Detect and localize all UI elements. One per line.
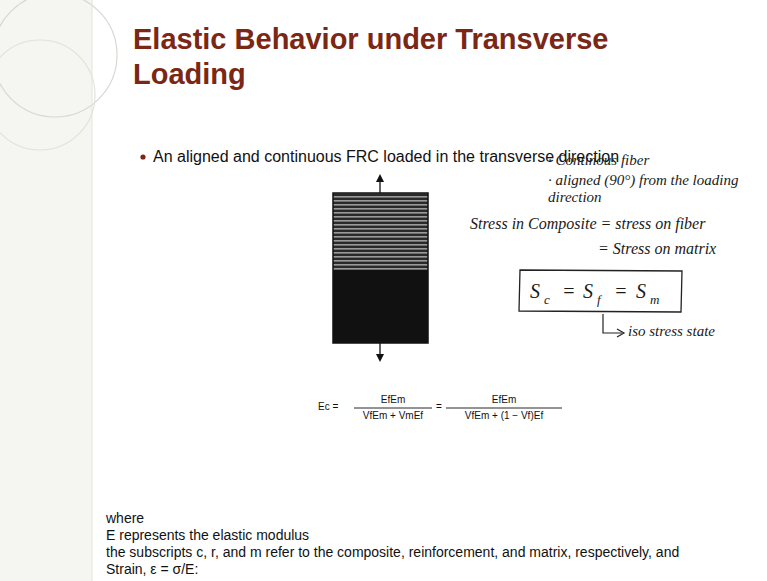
body-text: Strain, ε = σ/E: bbox=[106, 561, 198, 577]
arrow-head bbox=[376, 354, 384, 362]
body-text: E represents the elastic modulus bbox=[106, 527, 309, 543]
hand-subscript: c bbox=[544, 292, 550, 308]
formula: EfEm bbox=[492, 394, 516, 405]
body-text: where bbox=[106, 510, 144, 526]
matrix-region bbox=[333, 270, 428, 343]
formula: Ec = bbox=[318, 401, 338, 412]
hand-note: · Continous fiber bbox=[548, 152, 649, 169]
deco-arc bbox=[0, 40, 95, 150]
hand-subscript: m bbox=[650, 292, 659, 308]
arrow-head bbox=[376, 174, 384, 182]
formula: = bbox=[436, 401, 442, 412]
bullet bbox=[140, 154, 145, 159]
hand-box bbox=[519, 270, 682, 312]
side-band bbox=[0, 0, 92, 581]
fraction-bar bbox=[446, 408, 562, 409]
fiber-region bbox=[333, 193, 428, 271]
slide-title: Elastic Behavior under Transverse Loadin… bbox=[133, 22, 693, 92]
fraction-bar bbox=[354, 408, 432, 409]
band-edge bbox=[92, 0, 93, 581]
hand-note: iso stress state bbox=[628, 323, 715, 340]
formula: EfEm bbox=[381, 394, 405, 405]
bullet-text: An aligned and continuous FRC loaded in … bbox=[153, 148, 753, 166]
hand-note: Stress in Composite = stress on fiber bbox=[470, 215, 705, 233]
hand-symbol: S bbox=[583, 280, 593, 303]
formula: VfEm + (1 − Vf)Ef bbox=[465, 410, 543, 421]
body-text: the subscripts c, r, and m refer to the … bbox=[106, 544, 761, 560]
arrow-head bbox=[617, 329, 624, 337]
hand-symbol: S bbox=[636, 280, 646, 303]
composite-block bbox=[333, 193, 428, 343]
hand-note: = Stress on matrix bbox=[598, 240, 716, 258]
hand-subscript: f bbox=[597, 292, 601, 308]
hand-symbol: = bbox=[562, 280, 576, 303]
hand-symbol: = bbox=[614, 280, 628, 303]
formula: VfEm + VmEf bbox=[363, 410, 423, 421]
hand-symbol: S bbox=[530, 280, 540, 303]
hand-note: · aligned (90°) from the loading directi… bbox=[548, 172, 748, 206]
deco-arc bbox=[0, 0, 117, 117]
